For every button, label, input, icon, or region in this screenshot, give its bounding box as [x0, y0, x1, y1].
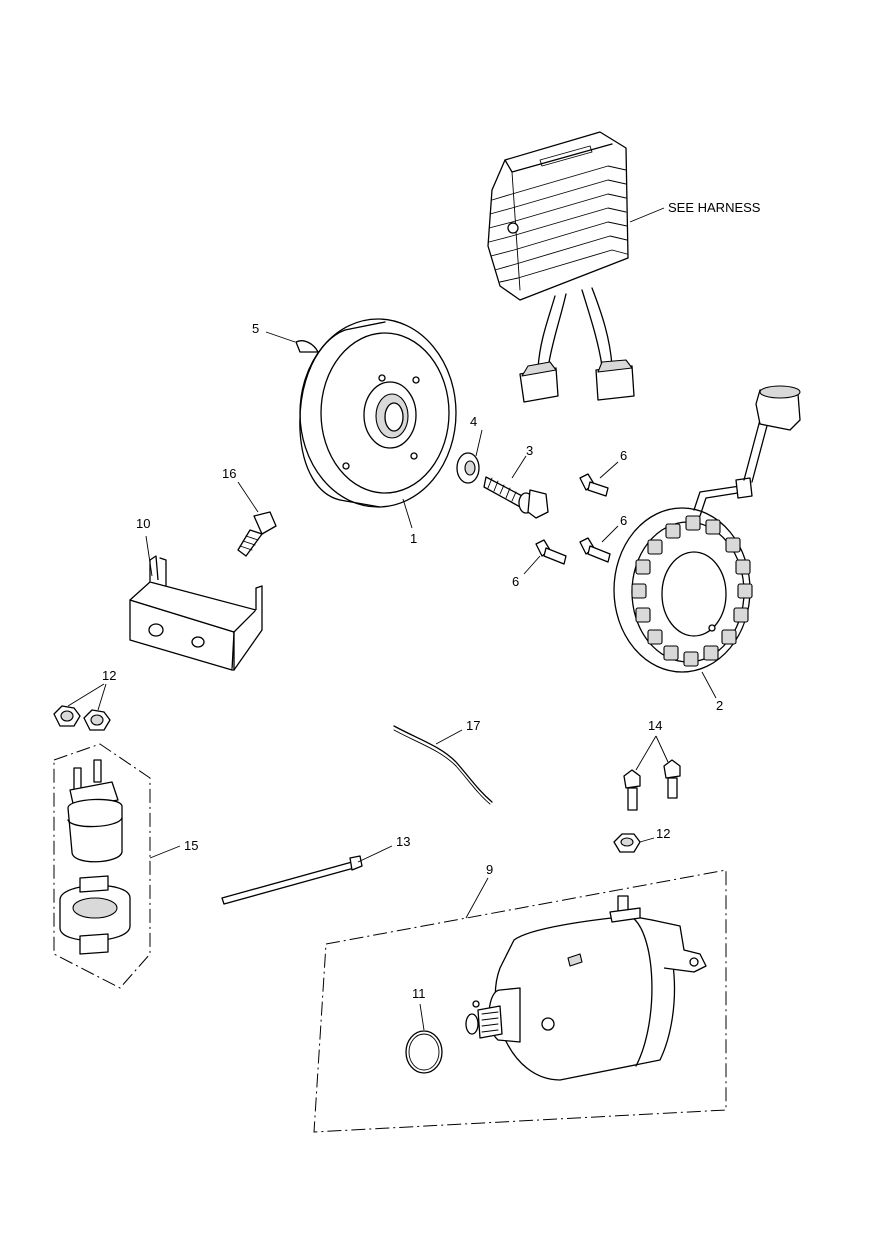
starter-motor: [465, 895, 707, 1081]
callout-10: 10: [136, 516, 150, 531]
stator-screw-middle: [579, 537, 611, 563]
starter-motor-group: [313, 869, 727, 1133]
callout-15: 15: [184, 838, 198, 853]
callout-1: 1: [410, 531, 417, 546]
bracket-bolt: [237, 511, 277, 557]
stator-screw-lower: [535, 539, 567, 565]
callout-9: 9: [486, 862, 493, 877]
callout-14: 14: [648, 718, 662, 733]
relay-rubber-mount: [59, 875, 131, 955]
stator: [613, 385, 801, 673]
stator-screw-upper: [579, 473, 609, 497]
woodruff-key: [295, 340, 319, 353]
rotor: [299, 318, 457, 508]
starter-relay: [67, 759, 123, 863]
o-ring: [405, 1030, 443, 1074]
starter-bolt-pair: [623, 759, 681, 811]
callout-6b: 6: [620, 513, 627, 528]
mounting-bracket: [129, 555, 263, 671]
callout-3: 3: [526, 443, 533, 458]
earth-lead: [393, 725, 493, 805]
regulator-rectifier: [487, 131, 635, 403]
callout-11: 11: [412, 986, 426, 1001]
washer: [456, 452, 480, 484]
callout-12a: 12: [102, 668, 116, 683]
starter-nut: [613, 833, 641, 853]
nut-pair: [53, 705, 111, 731]
rotor-bolt: [483, 476, 549, 519]
callout-12b: 12: [656, 826, 670, 841]
see-harness-label: SEE HARNESS: [668, 200, 761, 215]
callout-4: 4: [470, 414, 477, 429]
callout-13: 13: [396, 834, 410, 849]
callout-6c: 6: [512, 574, 519, 589]
cable-tie: [221, 855, 363, 905]
starter-relay-group: [53, 743, 151, 989]
callout-2: 2: [716, 698, 723, 713]
callout-5: 5: [252, 321, 259, 336]
callout-6a: 6: [620, 448, 627, 463]
callout-17: 17: [466, 718, 480, 733]
callout-16: 16: [222, 466, 236, 481]
